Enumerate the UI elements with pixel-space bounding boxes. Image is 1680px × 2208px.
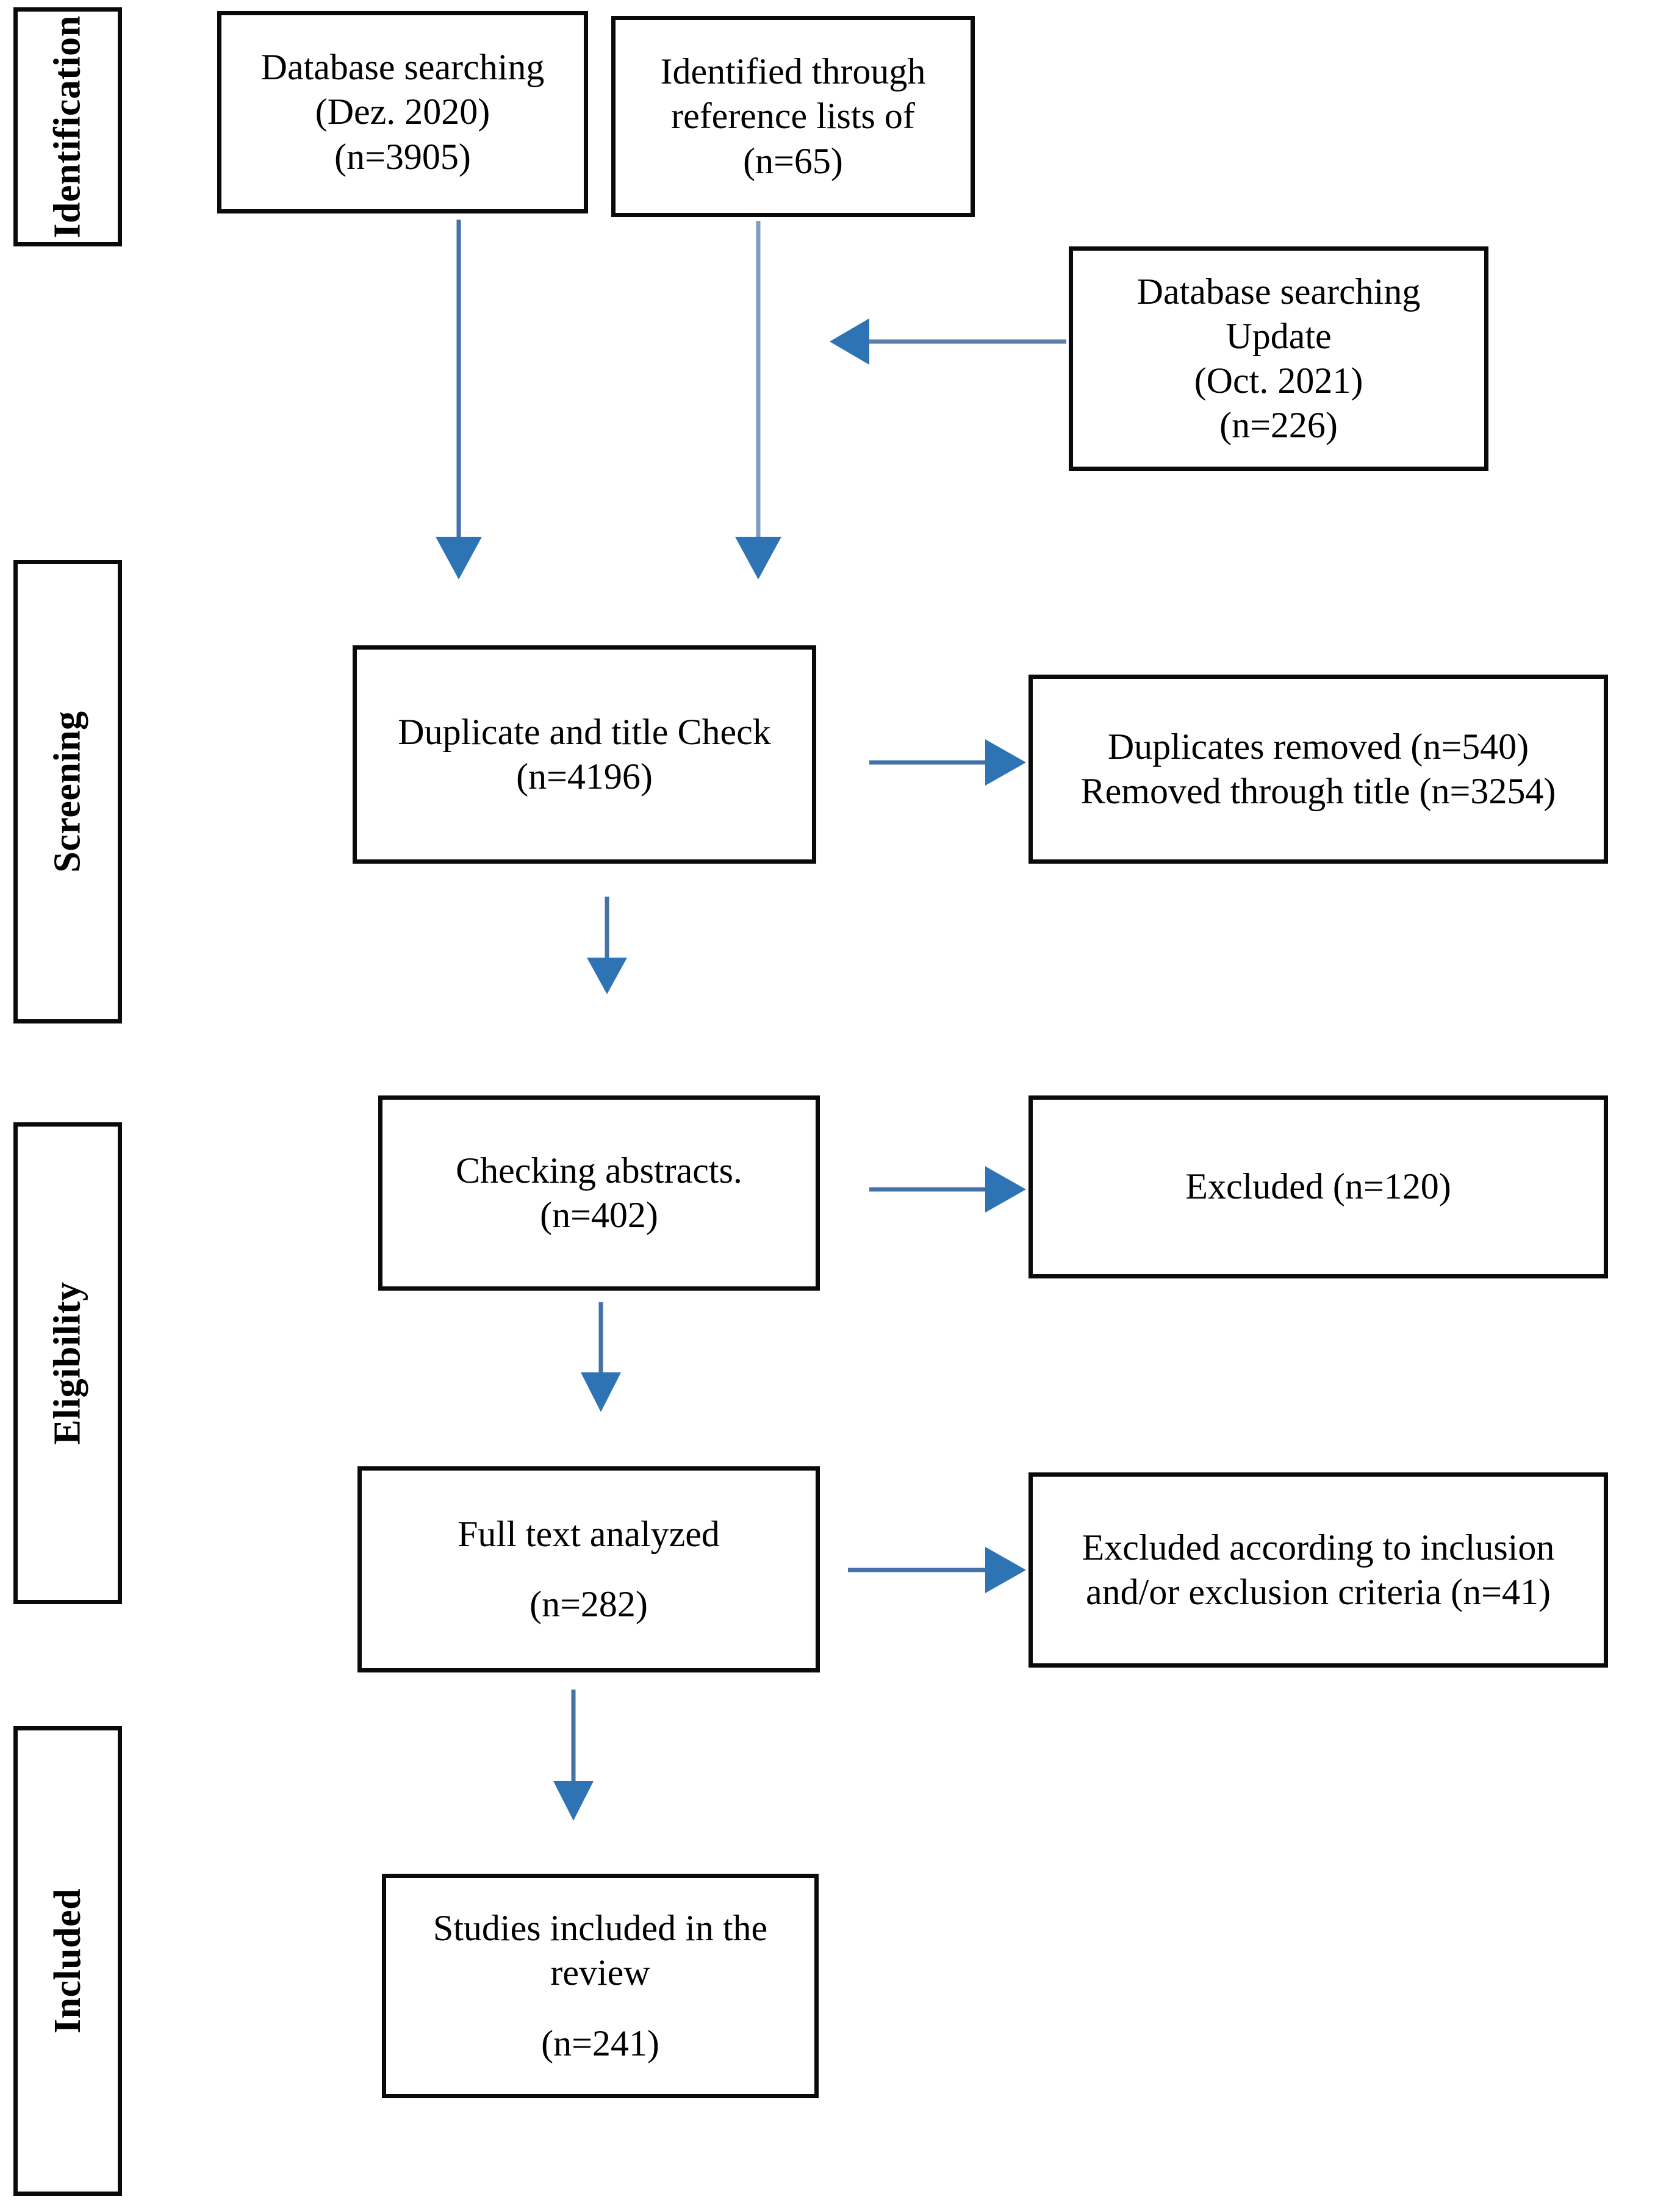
arrow-update-to-left <box>830 318 1066 365</box>
arrow-database-to-duplicate <box>436 220 482 579</box>
arrow-reference-to-duplicate <box>735 221 781 579</box>
stage-label-eligibility-text: Eligibility <box>47 1281 88 1445</box>
box-checking-abstracts: Checking abstracts. (n=402) <box>378 1095 820 1291</box>
box-duplicates-removed-line2: Removed through title (n=3254) <box>1080 771 1556 811</box>
box-database-update-line3: (Oct. 2021) <box>1194 360 1363 401</box>
box-studies-included-line3: (n=241) <box>541 2023 659 2063</box>
box-checking-abstracts-line2: (n=402) <box>540 1195 658 1235</box>
stage-label-included: Included <box>13 1726 122 2196</box>
box-duplicate-title-check-line1: Duplicate and title Check <box>398 711 771 752</box>
arrow-abstracts-to-excluded <box>869 1166 1026 1213</box>
box-reference-lists-line1: Identified through <box>660 51 926 92</box>
box-reference-lists: Identified through reference lists of (n… <box>611 16 975 217</box>
box-database-update-line1: Database searching <box>1136 271 1421 312</box>
stage-label-included-text: Included <box>47 1888 89 2034</box>
box-excluded-abstracts: Excluded (n=120) <box>1028 1095 1608 1278</box>
box-database-update-line2: Update <box>1226 315 1332 356</box>
box-database-searching-line2: (Dez. 2020) <box>315 91 490 132</box>
box-reference-lists-line2: reference lists of <box>671 96 915 137</box>
box-database-searching-line3: (n=3905) <box>334 136 471 177</box>
arrow-abstracts-to-fulltext <box>581 1302 621 1412</box>
box-database-searching-line1: Database searching <box>260 47 545 88</box>
box-database-searching: Database searching (Dez. 2020) (n=3905) <box>217 11 588 213</box>
box-full-text-analyzed: Full text analyzed (n=282) <box>357 1466 820 1672</box>
box-full-text-analyzed-line1: Full text analyzed <box>458 1513 720 1554</box>
box-full-text-analyzed-line2: (n=282) <box>529 1584 648 1624</box>
box-database-update-line4: (n=226) <box>1219 405 1338 446</box>
box-studies-included: Studies included in the review (n=241) <box>382 1874 819 2098</box>
arrow-fulltext-to-criteria <box>848 1547 1026 1593</box>
box-checking-abstracts-line1: Checking abstracts. <box>456 1150 742 1191</box>
box-studies-included-line2: review <box>550 1952 650 1993</box>
box-excluded-criteria: Excluded according to inclusion and/or e… <box>1028 1472 1608 1668</box>
stage-label-screening: Screening <box>13 560 122 1023</box>
arrow-duplicate-to-abstracts <box>587 897 627 994</box>
box-excluded-abstracts-line1: Excluded (n=120) <box>1185 1166 1451 1207</box>
stage-label-identification-text: Identification <box>47 15 89 238</box>
box-studies-included-line1: Studies included in the <box>433 1908 768 1949</box>
stage-label-eligibility: Eligibility <box>13 1122 122 1604</box>
box-duplicate-title-check: Duplicate and title Check (n=4196) <box>353 645 816 864</box>
box-excluded-criteria-line2: and/or exclusion criteria (n=41) <box>1086 1572 1551 1612</box>
arrow-fulltext-to-included <box>553 1690 594 1821</box>
box-excluded-criteria-line1: Excluded according to inclusion <box>1082 1527 1555 1568</box>
box-duplicates-removed-line1: Duplicates removed (n=540) <box>1107 726 1529 767</box>
box-duplicate-title-check-line2: (n=4196) <box>516 756 653 797</box>
box-database-update: Database searching Update (Oct. 2021) (n… <box>1069 246 1488 471</box>
stage-label-identification: Identification <box>13 7 122 246</box>
box-reference-lists-line3: (n=65) <box>743 140 843 181</box>
arrow-duplicate-to-removed <box>869 739 1026 786</box>
stage-label-screening-text: Screening <box>47 711 88 873</box>
box-duplicates-removed: Duplicates removed (n=540) Removed throu… <box>1028 675 1608 864</box>
